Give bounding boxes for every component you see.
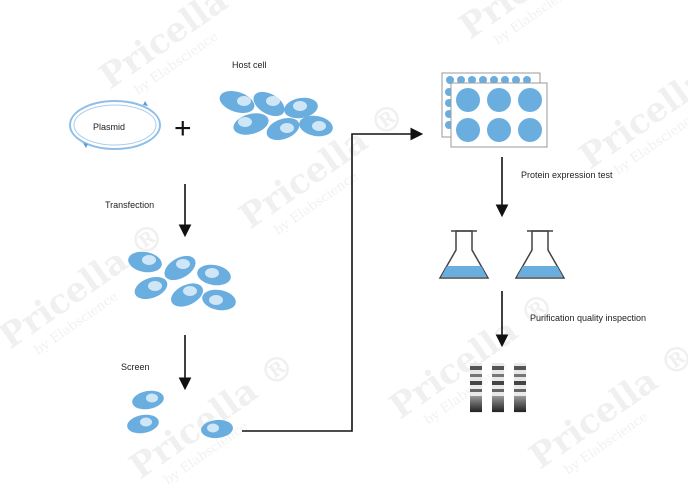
cell [134, 276, 168, 300]
cell [201, 419, 233, 439]
host-cell-cluster-icon [219, 90, 333, 141]
cell [202, 289, 236, 311]
cell [266, 117, 300, 141]
cell [299, 115, 333, 137]
screen-label: Screen [121, 362, 150, 372]
gel-lane [470, 363, 482, 413]
watermark-brand: Pricella ® [92, 0, 273, 97]
plasmid-ring-icon [69, 100, 161, 150]
cell [253, 91, 285, 117]
cell [219, 90, 255, 114]
well-plate-icon [441, 72, 548, 148]
protein-expression-test-label: Protein expression test [521, 170, 613, 180]
host-cell-label: Host cell [232, 60, 267, 70]
cell [132, 390, 164, 410]
cell [127, 414, 159, 434]
transfection-label: Transfection [105, 200, 154, 210]
cell [233, 113, 269, 135]
gel-lanes-icon [470, 363, 526, 413]
cell [128, 251, 162, 273]
cell [284, 97, 318, 119]
cell [171, 283, 203, 307]
watermark-brand: Pricella ® [522, 334, 688, 477]
arrow-to-plate [242, 127, 424, 432]
gel-lane [514, 363, 526, 413]
erlenmeyer-flask-icon [514, 230, 566, 279]
cell [164, 255, 196, 281]
plasmid-label: Plasmid [93, 122, 125, 132]
cell [197, 264, 231, 286]
plus-sign: + [174, 112, 192, 145]
purification-quality-inspection-label: Purification quality inspection [530, 313, 646, 323]
transfected-cell-cluster-icon [128, 251, 236, 311]
gel-lane [492, 363, 504, 413]
screened-cell-cluster-icon [127, 390, 233, 439]
erlenmeyer-flask-icon [438, 230, 490, 279]
